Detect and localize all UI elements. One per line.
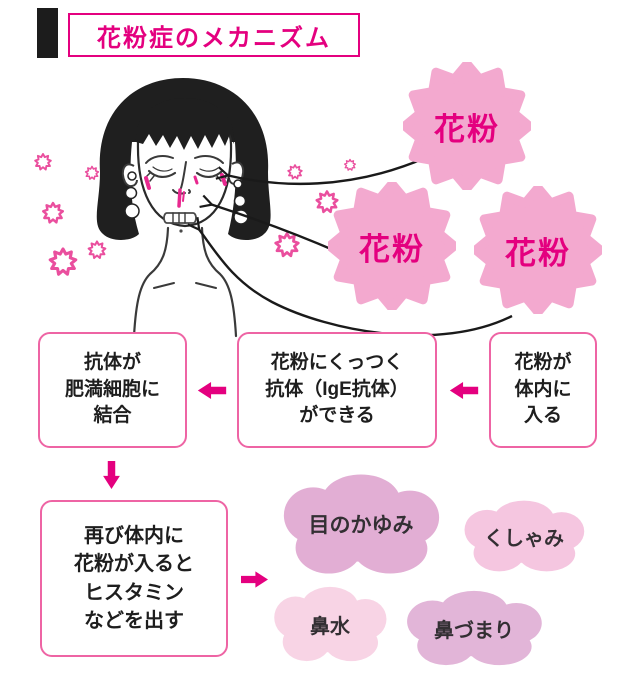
pollen-particle-icon [274, 232, 300, 258]
symptom-cloud-runny-nose: 鼻水 [270, 582, 390, 666]
cloud-shape [283, 474, 440, 574]
symptom-label: 目のかゆみ [308, 514, 414, 537]
flow-step-text: 花粉にくっつく 抗体（IgE抗体） ができる [265, 351, 409, 427]
eye-left [147, 169, 177, 178]
cloud-shape [464, 500, 585, 572]
arrow-to-mouth [198, 228, 513, 337]
eye-irritation-right [220, 173, 227, 186]
cloud-shape [407, 590, 542, 666]
pollen-burst-label: 花粉 [505, 235, 571, 271]
pollen-particle-icon [87, 240, 107, 260]
teeth-lines [172, 212, 186, 224]
arrow-to-nose [210, 204, 339, 254]
chin-dot [179, 229, 183, 233]
nose [180, 161, 187, 189]
flow-arrow-left-icon [197, 382, 227, 399]
pollen-particle-icon [343, 158, 357, 171]
pollen-burst-label: 花粉 [434, 111, 500, 147]
nose-drip [177, 188, 182, 208]
flow-step-pollen-enters-body: 花粉が 体内に 入る [489, 332, 597, 448]
burst-shape [474, 186, 602, 314]
pollen-burst-1: 花粉 [403, 62, 531, 190]
symptom-label: 鼻水 [310, 615, 350, 638]
flow-step-ige-antibody-created: 花粉にくっつく 抗体（IgE抗体） ができる [237, 332, 437, 448]
eyelid-left [152, 166, 173, 172]
collarbone-right [195, 282, 217, 289]
eyebrow-left [145, 154, 174, 164]
symptom-cloud-sneezing: くしゃみ [460, 496, 588, 576]
flow-arrow-left-icon [449, 382, 479, 399]
neck-right-line [200, 226, 238, 338]
collarbone-left [153, 282, 175, 289]
symptom-label: くしゃみ [484, 527, 564, 550]
flow-step-text: 抗体が 肥満細胞に 結合 [64, 351, 160, 427]
pollen-particle-icon [84, 165, 100, 180]
symptom-cloud-itchy-eyes: 目のかゆみ [278, 468, 444, 580]
flow-step-text: 花粉が 体内に 入る [514, 351, 572, 427]
burst-shape [403, 62, 531, 190]
symptom-cloud-stuffy-nose: 鼻づまり [402, 586, 546, 670]
cloud-shape [274, 586, 387, 662]
earrings [124, 171, 249, 225]
page-title: 花粉症のメカニズム [97, 24, 331, 52]
nose-drip-2 [182, 191, 185, 202]
mouth [163, 212, 197, 224]
pollen-burst-3: 花粉 [474, 186, 602, 314]
arrow-to-eye [226, 156, 426, 186]
flow-step-antibody-binds-mast-cells: 抗体が 肥満細胞に 結合 [38, 332, 187, 448]
flow-arrow-down-icon [103, 461, 120, 489]
eyebrow-right [194, 154, 224, 164]
bangs [135, 98, 235, 150]
allergic-woman-illustration [96, 78, 271, 338]
pollen-burst-2: 花粉 [328, 182, 456, 310]
flow-arrow-right-icon [241, 571, 268, 588]
pollen-burst-label: 花粉 [359, 231, 425, 267]
burst-shape [328, 182, 456, 310]
pollen-particle-icon [42, 201, 64, 224]
symptom-label: 鼻づまり [434, 619, 514, 642]
eye-irritation-right-inner [193, 175, 199, 185]
pollen-particle-icon [48, 247, 78, 276]
pollen-to-face-arrows [198, 156, 513, 337]
neck-left-line [132, 226, 170, 338]
pollen-particle-icon [34, 153, 52, 171]
pollen-particle-icon [287, 164, 303, 180]
flow-step-text: 再び体内に 花粉が入ると ヒスタミン などを出す [74, 524, 194, 632]
heading-accent-bar [37, 8, 58, 58]
flow-step-histamine-released: 再び体内に 花粉が入ると ヒスタミン などを出す [40, 500, 228, 657]
eye-irritation-left [144, 176, 151, 190]
page-title-box: 花粉症のメカニズム [68, 13, 360, 57]
